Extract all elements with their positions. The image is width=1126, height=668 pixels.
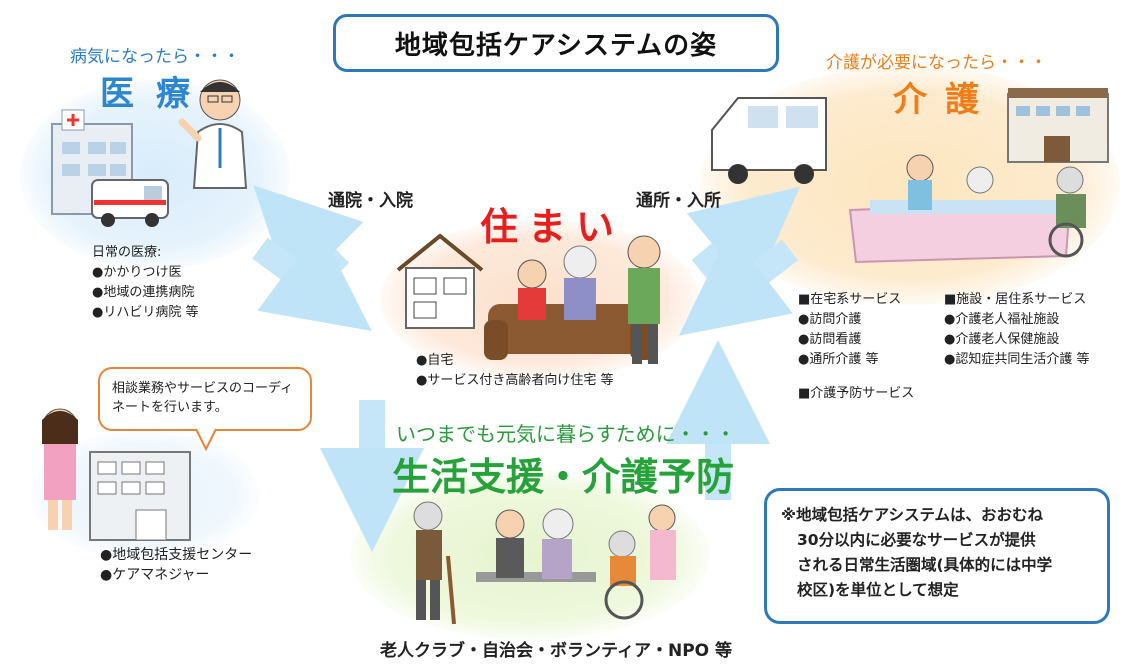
note-line: ※地域包括ケアシステムは、おおむね (781, 506, 1043, 524)
arrow-label-hospital: 通院・入院 (328, 191, 413, 211)
housing-list: ●自宅 ●サービス付き高齢者向け住宅 等 (416, 351, 613, 391)
life-bottom-label: 老人クラブ・自治会・ボランティア・NPO 等 (380, 641, 733, 661)
care-facility-illustration (1007, 88, 1109, 163)
medical-subtitle: 病気になったら・・・ (70, 47, 240, 67)
care-heading: 介護 (893, 80, 997, 120)
support-list: ●地域包括支援センター ●ケアマネジャー (100, 545, 252, 585)
support-item: ●ケアマネジャー (100, 567, 210, 583)
medical-item: ●リハビリ病院 等 (92, 305, 199, 320)
care-facility-item: ■施設・居住系サービス (944, 292, 1087, 307)
care-facility-services: ■施設・居住系サービス ●介護老人福祉施設 ●介護老人保健施設 ●認知症共同生活… (944, 290, 1089, 370)
medical-item: 日常の医療: (92, 245, 162, 260)
doctor-icon (178, 79, 248, 189)
arrow-from-medical (252, 227, 372, 332)
note-line: 30分以内に必要なサービスが提供 (797, 531, 1036, 549)
support-staff-icon (42, 408, 78, 530)
housing-heading: 住まい (480, 205, 625, 249)
note-box: ※地域包括ケアシステムは、おおむね 30分以内に必要なサービスが提供 される日常… (764, 488, 1110, 624)
speech-bubble-tail (195, 428, 217, 452)
house-icon (396, 233, 484, 329)
care-prevention: ■介護予防サービス (798, 386, 915, 401)
care-home-services: ■在宅系サービス ●訪問介護 ●訪問看護 ●通所介護 等 (798, 290, 901, 370)
care-home-item: ■在宅系サービス (798, 292, 902, 307)
arrow-to-care (686, 186, 800, 294)
life-subtitle: いつまでも元気に暮らすために・・・ (396, 422, 736, 446)
care-subtitle: 介護が必要になったら・・・ (826, 53, 1047, 73)
care-facility-item: ●介護老人保健施設 (944, 332, 1060, 347)
care-home-item: ●訪問看護 (798, 332, 862, 347)
medical-list: 日常の医療: ●かかりつけ医 ●地域の連携病院 ●リハビリ病院 等 (92, 243, 198, 323)
note-line: される日常生活圏域(具体的には中学 (797, 556, 1053, 574)
medical-item: ●地域の連携病院 (92, 285, 195, 300)
care-van-icon (711, 97, 827, 184)
care-home-item: ●訪問介護 (798, 312, 862, 327)
note-line: 校区)を単位として想定 (797, 581, 959, 599)
care-facility-item: ●認知症共同生活介護 等 (944, 352, 1090, 367)
medical-item: ●かかりつけ医 (92, 265, 182, 280)
housing-item: ●自宅 (416, 353, 454, 368)
life-heading: 生活支援・介護予防 (392, 455, 735, 499)
hospital-cross-icon (67, 114, 79, 126)
page-title: 地域包括ケアシステムの姿 (333, 14, 779, 72)
housing-item: ●サービス付き高齢者向け住宅 等 (416, 373, 614, 388)
care-facility-item: ●介護老人福祉施設 (944, 312, 1060, 327)
support-center-building (89, 451, 191, 541)
arrow-from-care (678, 231, 798, 336)
care-home-item: ●通所介護 等 (798, 352, 879, 367)
hospital-illustration (51, 109, 169, 227)
family-on-sofa-illustration (484, 235, 661, 364)
speech-bubble: 相談業務やサービスのコーディネートを行います。 (98, 367, 312, 431)
caregiver-and-bath-illustration (848, 154, 1086, 264)
support-item: ●地域包括支援センター (100, 547, 253, 563)
arrow-label-facility: 通所・入所 (636, 191, 721, 211)
medical-heading: 医療 (100, 74, 212, 114)
seniors-group-illustration (413, 501, 676, 625)
